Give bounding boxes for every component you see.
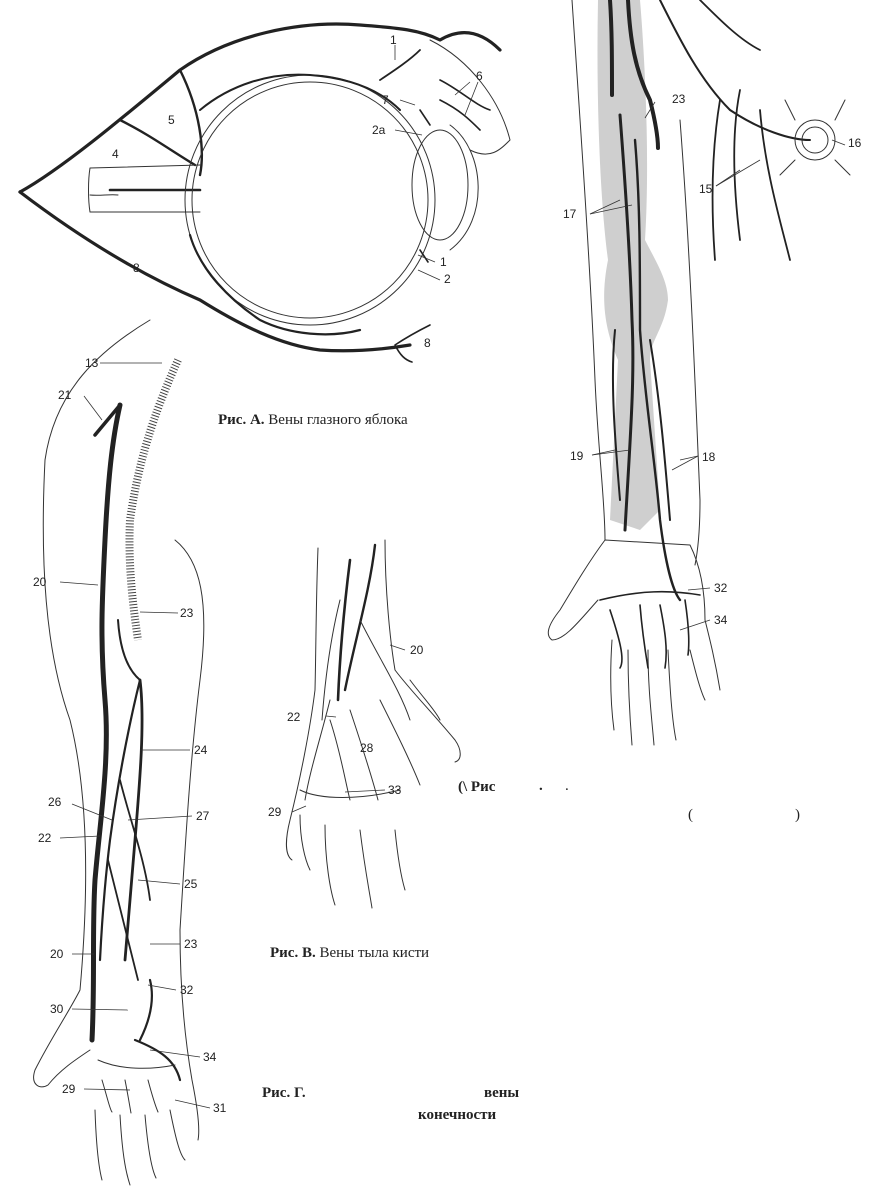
fig-b-label: 17 [563, 207, 577, 221]
fig-v-label: 29 [268, 805, 282, 819]
fig-g-label: 31 [213, 1101, 227, 1115]
fig-g-label: 32 [180, 983, 194, 997]
figure-v-caption-prefix: Рис. В. [270, 945, 316, 961]
fig-a-label: 4 [112, 147, 119, 161]
fig-v-label: 33 [388, 783, 402, 797]
fig-a-label: 1 [390, 33, 397, 47]
fig-a-label: 2a [372, 123, 386, 137]
fig-g-label: 29 [62, 1082, 76, 1096]
fig-g-label: 20 [50, 947, 64, 961]
fig-b-label: 18 [702, 450, 716, 464]
fig-a-label: 6 [476, 69, 483, 83]
fig-b-label: 23 [672, 92, 686, 106]
figure-b-caption-paren-open: ( [688, 807, 693, 824]
fig-a-label: 1 [440, 255, 447, 269]
fig-g-label: 30 [50, 1002, 64, 1016]
figure-b-caption-paren-close: ) [795, 807, 800, 824]
fig-b-label: 19 [570, 449, 584, 463]
figure-v-hand: 20 22 28 33 29 [268, 540, 460, 908]
fig-b-label: 34 [714, 613, 728, 627]
figure-a-caption: Рис. А. Вены глазного яблока [218, 412, 408, 429]
fig-g-label: 25 [184, 877, 198, 891]
fig-g-label: 13 [85, 356, 99, 370]
fig-b-label: 16 [848, 136, 862, 150]
fig-g-label: 34 [203, 1050, 217, 1064]
fig-a-label: 8 [133, 261, 140, 275]
figure-g-caption-word2: конечности [418, 1107, 496, 1124]
fig-g-label: 23 [180, 606, 194, 620]
fig-b-label: 15 [699, 182, 713, 196]
fig-a-label: 7 [382, 93, 389, 107]
fig-g-label: 27 [196, 809, 210, 823]
figure-v-caption-text: Вены тыла кисти [319, 945, 429, 961]
fig-v-label: 28 [360, 741, 374, 755]
figure-a-eyeball: 1 7 2a 6 5 4 8 1 2 8 [20, 24, 510, 362]
figure-g-caption-word1: вены [484, 1085, 519, 1102]
fig-a-label: 2 [444, 272, 451, 286]
fig-g-label: 21 [58, 388, 72, 402]
figure-g-arm: 13 21 20 23 24 26 27 22 25 20 23 32 30 3… [33, 320, 227, 1185]
figure-a-caption-prefix: Рис. А. [218, 412, 265, 428]
fig-g-label: 26 [48, 795, 62, 809]
fig-v-label: 22 [287, 710, 301, 724]
fig-a-label: 5 [168, 113, 175, 127]
fig-g-label: 20 [33, 575, 47, 589]
figure-b-caption-dot: . [539, 778, 543, 795]
figure-b-arm: 23 16 15 17 19 18 32 34 [548, 0, 861, 745]
fig-g-label: 22 [38, 831, 52, 845]
figure-v-caption: Рис. В. Вены тыла кисти [270, 945, 429, 962]
figure-b-caption-prefix: (\ Рис [458, 779, 495, 795]
fig-a-label: 8 [424, 336, 431, 350]
fig-g-label: 23 [184, 937, 198, 951]
figure-b-caption-dot2: . [565, 778, 569, 795]
fig-g-label: 24 [194, 743, 208, 757]
fig-v-label: 20 [410, 643, 424, 657]
fig-b-label: 32 [714, 581, 728, 595]
figure-g-caption-prefix: Рис. Г. [262, 1085, 306, 1102]
figure-a-caption-text: Вены глазного яблока [268, 412, 407, 428]
figure-b-caption-fragment: (\ Рис [458, 779, 495, 796]
